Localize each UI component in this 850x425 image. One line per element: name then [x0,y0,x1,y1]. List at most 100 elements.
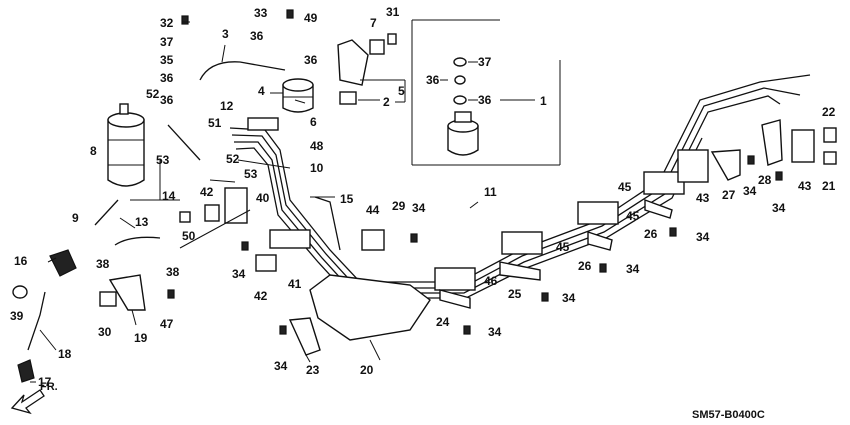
clip-22 [823,127,837,143]
callout-labels: 1 2 3 4 5 6 7 8 9 10 11 12 13 14 15 16 1… [10,5,836,389]
front-direction-arrow: FR. [10,381,58,415]
callout-38b: 38 [166,265,180,279]
callout-36f: 36 [478,93,492,107]
callout-44: 44 [366,203,380,217]
bracket-23 [288,317,321,356]
bolts [167,9,783,335]
callout-43a: 43 [696,191,710,205]
bracket-26b [587,231,613,251]
clip-44 [361,229,385,251]
callout-47: 47 [160,317,174,331]
callout-50: 50 [182,229,196,243]
callout-36a: 36 [250,29,264,43]
front-direction-label: FR. [40,381,58,393]
callout-48: 48 [310,139,324,153]
callout-26b: 26 [644,227,658,241]
callout-34i: 34 [772,201,786,215]
callout-34h: 34 [743,184,757,198]
callout-34d: 34 [562,291,576,305]
hose-9 [94,199,119,226]
callout-40: 40 [256,191,270,205]
clip-39 [12,285,28,299]
bracket-19 [108,274,146,311]
callout-29: 29 [392,199,406,213]
callout-42a: 42 [200,185,214,199]
callout-34f: 34 [274,359,288,373]
callout-37b: 37 [478,55,492,69]
bracket-27 [710,149,741,181]
callout-21: 21 [822,179,836,193]
callout-26a: 26 [578,259,592,273]
callout-52b: 52 [226,152,240,166]
holder-42a [204,204,220,222]
callout-2: 2 [383,95,390,109]
callout-34e: 34 [488,325,502,339]
clip-2 [339,91,357,105]
callout-36e: 36 [426,73,440,87]
clamp-6 [247,117,279,131]
callout-16: 16 [14,254,28,268]
callout-22: 22 [822,105,836,119]
connector-17 [17,359,35,383]
callout-14: 14 [162,189,176,203]
callout-18: 18 [58,347,72,361]
clip-7 [369,39,385,55]
clip-31 [387,33,397,45]
clip-30 [99,291,117,307]
bracket-25 [499,261,541,281]
callout-34g: 34 [232,267,246,281]
holder-45a [501,231,543,255]
callout-49: 49 [304,11,318,25]
callout-39: 39 [10,309,24,323]
callout-13: 13 [135,215,149,229]
callout-8: 8 [90,144,97,158]
callout-37a: 37 [160,35,174,49]
hose-18 [27,291,46,351]
callout-42b: 42 [254,289,268,303]
clip-21 [823,151,837,165]
hose-13 [114,236,161,246]
callout-11: 11 [484,185,497,199]
bracket-28 [761,119,783,166]
callout-20: 20 [360,363,374,377]
holder-41 [269,229,311,249]
callout-30: 30 [98,325,112,339]
callout-51: 51 [208,116,222,130]
callout-31: 31 [386,5,400,19]
callout-25: 25 [508,287,522,301]
filter-inset-box [411,19,561,166]
hose-51 [167,124,201,161]
callout-41: 41 [288,277,302,291]
leader-lines [30,21,479,383]
holder-45c [643,171,685,195]
holder-42b [255,254,277,272]
callout-23: 23 [306,363,320,377]
holder-43b [791,129,815,163]
callout-32: 32 [160,16,174,30]
callout-24: 24 [436,315,450,329]
callout-3: 3 [222,27,229,41]
bracket-5 [337,39,369,86]
charcoal-canister [107,103,145,187]
callout-6: 6 [310,115,317,129]
callout-33: 33 [254,6,268,20]
callout-19: 19 [134,331,148,345]
callout-45b: 45 [626,209,640,223]
callout-5: 5 [398,84,405,98]
callout-45c: 45 [556,240,570,254]
callout-34b: 34 [696,230,710,244]
callout-53b: 53 [244,167,258,181]
holder-45b [577,201,619,225]
callout-36b: 36 [304,53,318,67]
callout-38a: 38 [96,257,110,271]
callout-10: 10 [310,161,324,175]
callout-35: 35 [160,53,174,67]
callout-45a: 45 [618,180,632,194]
callout-4: 4 [258,84,265,98]
callout-52a: 52 [146,87,160,101]
grommet-50 [179,211,191,223]
callout-7: 7 [370,16,377,30]
callout-9: 9 [72,211,79,225]
callout-46: 46 [484,274,498,288]
